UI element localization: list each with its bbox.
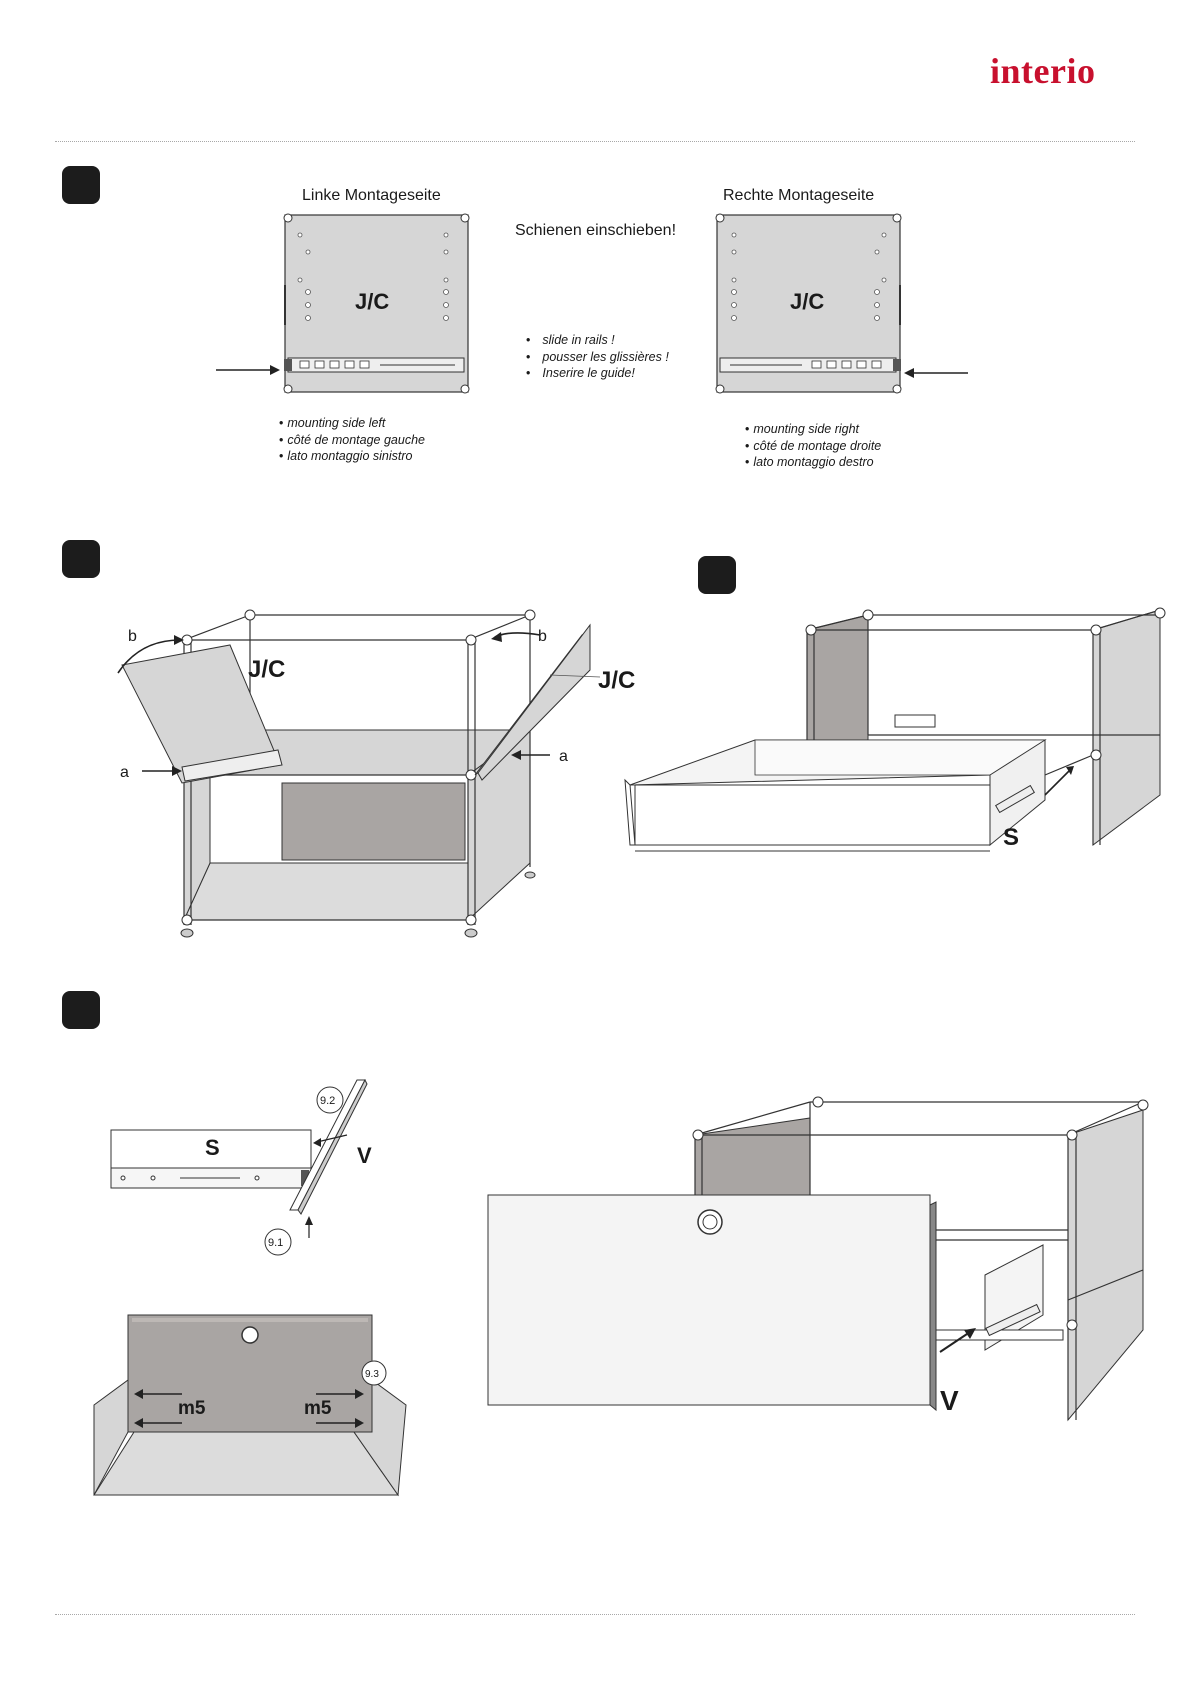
drawer-interior-screw-illustration: 9.3 m5 m5 bbox=[93, 1314, 407, 1497]
right-side-panel: J/C bbox=[715, 213, 902, 394]
front-label-v-large: V bbox=[940, 1385, 959, 1416]
footer-divider bbox=[55, 1614, 1135, 1615]
step2-label-a-right: a bbox=[559, 748, 568, 765]
translation-en: slide in rails ! bbox=[526, 332, 669, 349]
header-divider bbox=[55, 141, 1135, 142]
front-panel-assembly-illustration: V bbox=[487, 1096, 1149, 1422]
rail-label-s: S bbox=[205, 1135, 220, 1160]
step-badge-3 bbox=[698, 556, 736, 594]
left-rail-arrow-icon bbox=[216, 365, 280, 375]
right-mounting-title: Rechte Montageseite bbox=[723, 187, 875, 204]
callout-9-1: 9.1 bbox=[268, 1237, 283, 1249]
step-badge-1 bbox=[62, 166, 100, 204]
right-side-notes: mounting side right côté de montage droi… bbox=[745, 421, 881, 471]
front-label-v: V bbox=[357, 1143, 372, 1168]
right-panel-label: J/C bbox=[790, 289, 824, 314]
step3-drawer-label: S bbox=[1003, 824, 1019, 851]
right-note-it: lato montaggio destro bbox=[745, 454, 881, 471]
instruction-text: Schienen einschieben! bbox=[515, 222, 677, 239]
right-note-en: mounting side right bbox=[745, 421, 881, 438]
step-badge-4 bbox=[62, 991, 100, 1029]
left-note-it: lato montaggio sinistro bbox=[279, 448, 425, 465]
step2-label-b-left: b bbox=[128, 628, 137, 645]
left-side-panel: J/C bbox=[283, 213, 470, 394]
screw-label-right: m5 bbox=[304, 1398, 332, 1419]
left-note-en: mounting side left bbox=[279, 415, 425, 432]
instruction-translations: slide in rails ! pousser les glissières … bbox=[526, 332, 669, 382]
step2-panel-label-right: J/C bbox=[598, 667, 635, 694]
left-panel-label: J/C bbox=[355, 289, 389, 314]
left-mounting-title: Linke Montageseite bbox=[302, 187, 441, 204]
callout-9-2: 9.2 bbox=[320, 1095, 335, 1107]
left-side-notes: mounting side left côté de montage gauch… bbox=[279, 415, 425, 465]
right-rail-arrow-icon bbox=[904, 368, 968, 378]
step-badge-2 bbox=[62, 540, 100, 578]
right-note-fr: côté de montage droite bbox=[745, 438, 881, 455]
screw-label-left: m5 bbox=[178, 1398, 206, 1419]
translation-fr: pousser les glissières ! bbox=[526, 349, 668, 366]
step2-label-a-left: a bbox=[120, 764, 129, 781]
drawer-insert-illustration: S bbox=[624, 607, 1166, 852]
translation-it: Inserire le guide! bbox=[526, 365, 669, 382]
step2-panel-label-left: J/C bbox=[248, 656, 285, 683]
left-note-fr: côté de montage gauche bbox=[279, 432, 425, 449]
rail-front-detail-illustration: 9.2 9.1 S V bbox=[110, 1078, 372, 1256]
cabinet-side-install-illustration: b b a a J/C J/C bbox=[117, 609, 635, 938]
interio-logo: interio bbox=[990, 51, 1096, 91]
callout-9-3: 9.3 bbox=[365, 1369, 379, 1380]
step2-label-b-right: b bbox=[538, 628, 547, 645]
